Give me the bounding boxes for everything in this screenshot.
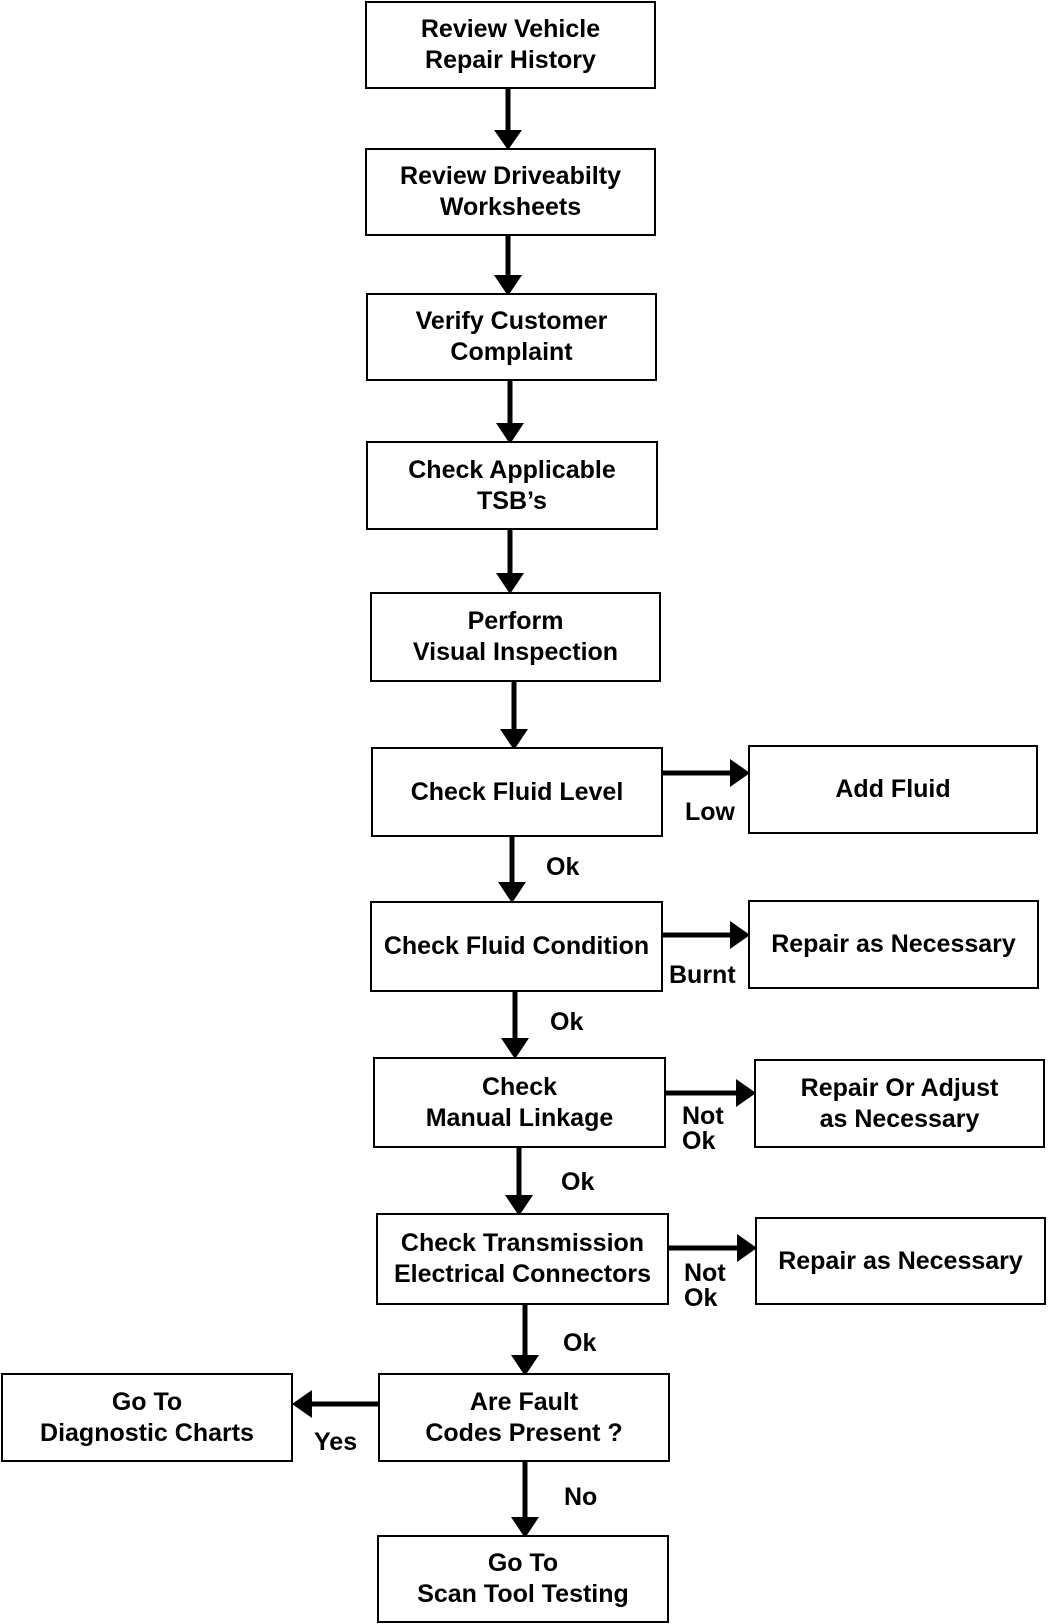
box-diagnostic-charts: Go To Diagnostic Charts bbox=[1, 1373, 293, 1462]
box-check-connectors: Check Transmission Electrical Connectors bbox=[376, 1213, 669, 1305]
edge-label-not-ok-1: Not Ok bbox=[682, 1102, 724, 1155]
edge-label-low: Low bbox=[685, 798, 735, 826]
box-check-linkage-text: Check Manual Linkage bbox=[425, 1072, 614, 1132]
edge-label-ok-1: Ok bbox=[546, 853, 580, 881]
box-repair-necessary-1: Repair as Necessary bbox=[748, 900, 1039, 989]
box-fault-codes: Are Fault Codes Present ? bbox=[378, 1373, 670, 1462]
box-review-history-text: Review Vehicle Repair History bbox=[420, 15, 601, 74]
box-check-fluid-condition: Check Fluid Condition bbox=[370, 901, 663, 992]
edge-label-yes: Yes bbox=[314, 1428, 358, 1456]
box-check-fluid-condition-text: Check Fluid Condition bbox=[383, 932, 650, 960]
edge-label-ok-3: Ok bbox=[561, 1168, 595, 1196]
box-diagnostic-charts-text: Go To Diagnostic Charts bbox=[40, 1387, 254, 1447]
box-repair-necessary-1-text: Repair as Necessary bbox=[771, 930, 1016, 958]
box-add-fluid-text: Add Fluid bbox=[835, 775, 951, 803]
box-scan-tool: Go To Scan Tool Testing bbox=[377, 1535, 669, 1623]
box-repair-necessary-2-text: Repair as Necessary bbox=[778, 1246, 1023, 1275]
box-review-history: Review Vehicle Repair History bbox=[365, 1, 656, 89]
box-visual-inspection-text: Perform Visual Inspection bbox=[412, 607, 619, 666]
box-check-fluid-level: Check Fluid Level bbox=[371, 747, 663, 837]
box-repair-adjust: Repair Or Adjust as Necessary bbox=[754, 1059, 1045, 1148]
box-check-linkage: Check Manual Linkage bbox=[373, 1057, 666, 1148]
box-repair-necessary-2: Repair as Necessary bbox=[755, 1217, 1046, 1305]
box-add-fluid: Add Fluid bbox=[748, 745, 1038, 834]
edge-label-ok-4: Ok bbox=[563, 1329, 597, 1357]
box-visual-inspection: Perform Visual Inspection bbox=[370, 592, 661, 682]
edge-label-burnt: Burnt bbox=[669, 961, 736, 989]
box-review-worksheets: Review Driveabilty Worksheets bbox=[365, 148, 656, 236]
box-review-worksheets-text: Review Driveabilty Worksheets bbox=[400, 162, 621, 221]
box-verify-complaint-text: Verify Customer Complaint bbox=[415, 307, 608, 366]
box-verify-complaint: Verify Customer Complaint bbox=[366, 293, 657, 381]
edge-label-ok-2: Ok bbox=[550, 1008, 584, 1036]
edge-label-no: No bbox=[564, 1483, 598, 1511]
box-scan-tool-text: Go To Scan Tool Testing bbox=[417, 1549, 629, 1608]
box-check-tsb: Check Applicable TSB’s bbox=[366, 441, 658, 530]
box-fault-codes-text: Are Fault Codes Present ? bbox=[425, 1387, 623, 1447]
box-check-fluid-level-text: Check Fluid Level bbox=[410, 777, 624, 806]
box-check-connectors-text: Check Transmission Electrical Connectors bbox=[393, 1229, 652, 1288]
box-check-tsb-text: Check Applicable TSB’s bbox=[408, 455, 616, 515]
edge-label-not-ok-2: Not Ok bbox=[684, 1259, 726, 1312]
box-repair-adjust-text: Repair Or Adjust as Necessary bbox=[800, 1073, 999, 1133]
